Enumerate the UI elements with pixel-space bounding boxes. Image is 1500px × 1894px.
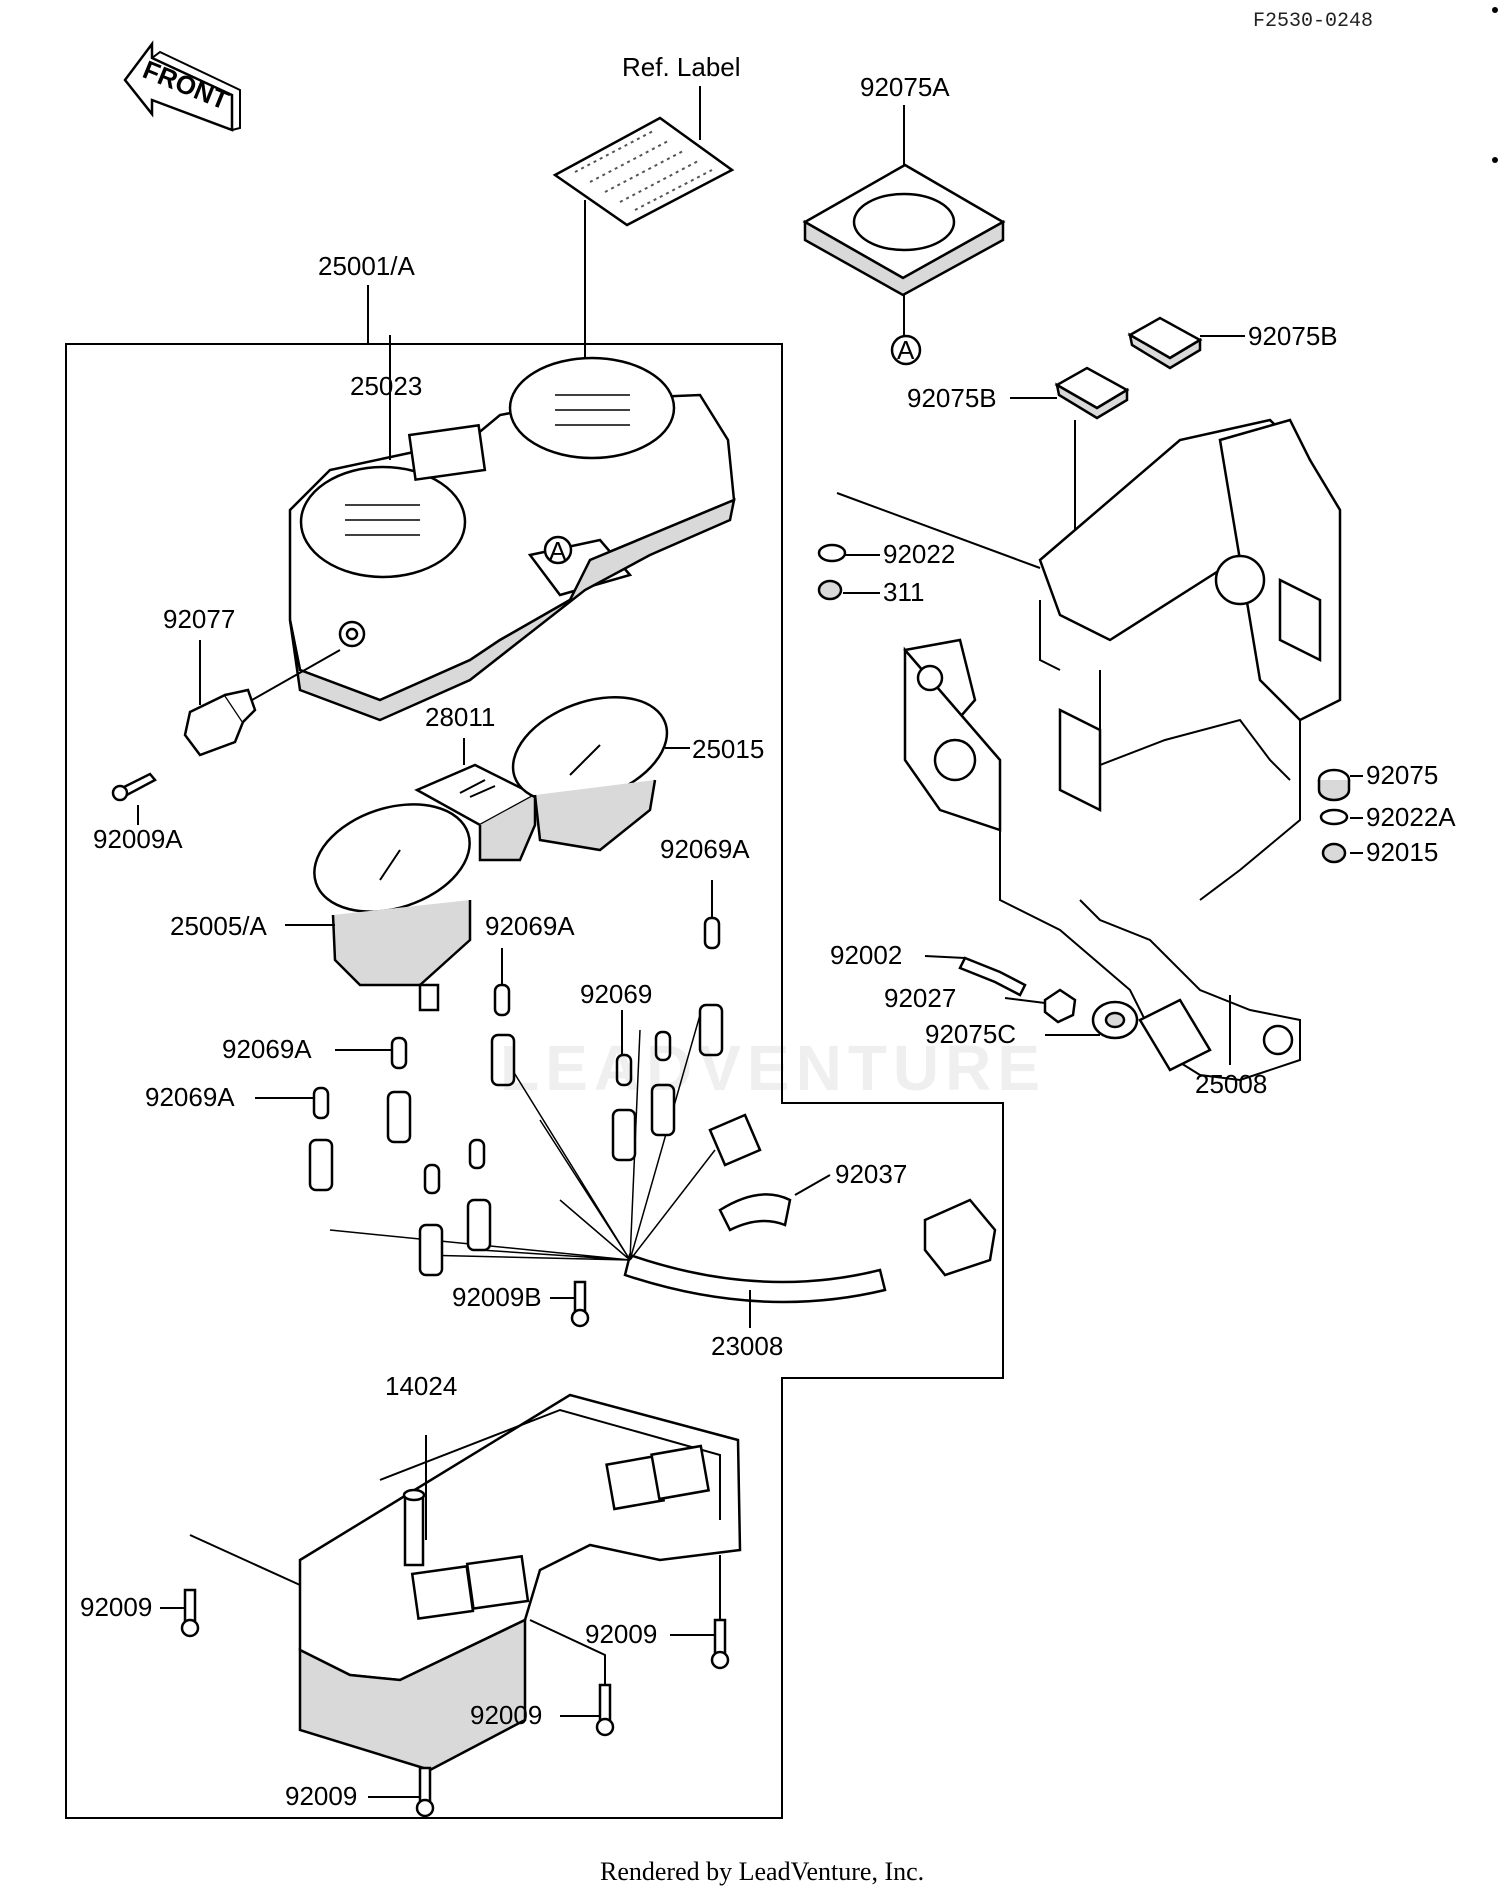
label-92022: 92022	[883, 539, 955, 569]
label-25008: 25008	[1195, 1069, 1267, 1099]
footer-credit: Rendered by LeadVenture, Inc.	[600, 1857, 924, 1886]
label-92022A: 92022A	[1366, 802, 1456, 832]
label-92077: 92077	[163, 604, 235, 634]
grommet-92075A: 92075A A	[802, 72, 1006, 366]
label-92037: 92037	[835, 1159, 907, 1189]
label-25001A: 25001/A	[318, 251, 416, 281]
callout-A-case: A	[549, 536, 567, 566]
label-25023: 25023	[350, 371, 422, 401]
label-23008: 23008	[711, 1331, 783, 1361]
cover-14024: 14024	[298, 1371, 742, 1772]
bracket-25008: 25008	[903, 418, 1342, 1099]
wiring-harness-23008: 23008	[329, 1014, 997, 1361]
screws-92009: 92009 92009 92009 92009	[80, 1534, 730, 1818]
label-92009-4: 92009	[285, 1781, 357, 1811]
label-25005A: 25005/A	[170, 911, 268, 941]
label-92002: 92002	[830, 940, 902, 970]
label-92069A-3: 92069A	[222, 1034, 312, 1064]
label-92009-1: 92009	[80, 1592, 152, 1622]
front-arrow-icon: FRONT	[123, 40, 241, 132]
label-92069A-1: 92069A	[660, 834, 750, 864]
label-14024: 14024	[385, 1371, 457, 1401]
speedometer-25005A: 25005/A	[170, 803, 472, 1012]
label-92069A-2: 92069A	[485, 911, 575, 941]
callout-A-grommet: A	[897, 335, 915, 365]
cable-fitting-92077: 92077 92009A	[93, 604, 341, 854]
edge-dot	[1492, 7, 1498, 13]
clamp-92037: 92037	[718, 1159, 907, 1232]
assembly-outline-25001A	[65, 343, 1004, 1819]
label-92009A: 92009A	[93, 824, 183, 854]
label-92075A: 92075A	[860, 72, 950, 102]
label-92009-3: 92009	[470, 1700, 542, 1730]
bulb-callouts: 92069A 92069A 92069 92069A 92069A	[145, 834, 750, 1112]
grommet-stack-right: 92075 92022A 92015	[1317, 760, 1456, 867]
label-92075: 92075	[1366, 760, 1438, 790]
label-25015: 25015	[692, 734, 764, 764]
edge-dot	[1492, 157, 1498, 163]
ref-label-sheet: Ref. Label	[552, 52, 741, 395]
label-92069: 92069	[580, 979, 652, 1009]
label-311: 311	[883, 577, 924, 607]
washer-nut-small: 92022 311	[817, 492, 1041, 607]
label-92075B-1: 92075B	[1248, 321, 1338, 351]
label-92075C: 92075C	[925, 1019, 1016, 1049]
watermark: LEADVENTURE	[500, 1032, 1046, 1104]
screw-92009B: 92009B	[452, 1280, 590, 1328]
label-92009B: 92009B	[452, 1282, 542, 1312]
label-92009-2: 92009	[585, 1619, 657, 1649]
rubber-pads-92075B: 92075B 92075B	[907, 316, 1338, 530]
label-92069A-4: 92069A	[145, 1082, 235, 1112]
doc-code: F2530-0248	[1253, 10, 1373, 33]
label-92015: 92015	[1366, 837, 1438, 867]
label-28011: 28011	[425, 702, 495, 732]
tachometer-25015: 25015	[511, 695, 764, 852]
label-92027: 92027	[884, 983, 956, 1013]
label-92075B-2: 92075B	[907, 383, 997, 413]
bolt-collar-grommet: 92002 92027 92075C	[830, 940, 1139, 1049]
bulb-socket	[308, 916, 762, 1277]
gauge-28011: 28011	[414, 702, 538, 862]
meter-case-25023: A 25023	[288, 335, 736, 722]
ref-label-text: Ref. Label	[622, 52, 741, 82]
